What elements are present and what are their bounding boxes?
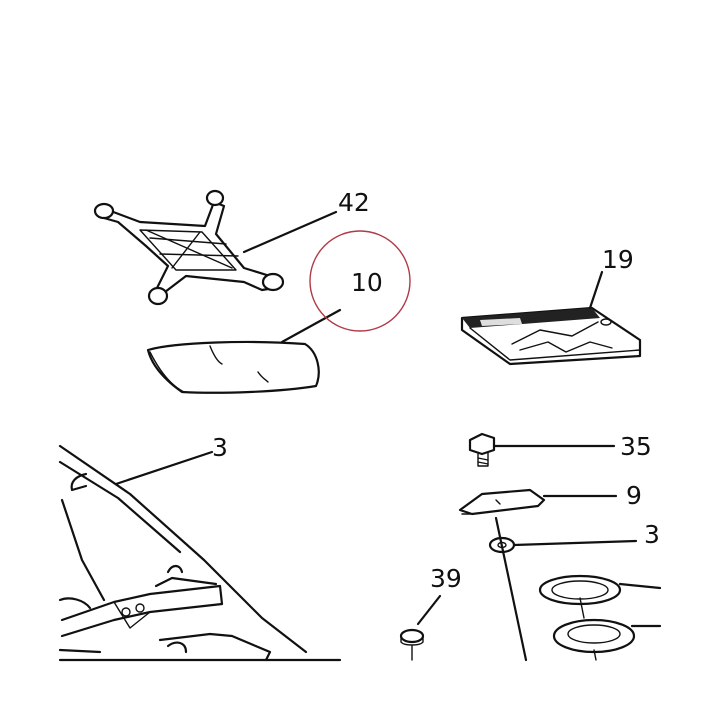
part-42-mount-bracket[interactable]: [93, 189, 285, 306]
label-39[interactable]: 39: [430, 564, 462, 593]
label-10[interactable]: 10: [351, 268, 383, 297]
label-35[interactable]: 35: [620, 432, 652, 461]
assembly-axis-line: [494, 516, 528, 662]
leader-line-ring-upper: [618, 582, 662, 590]
part-ring-lower[interactable]: [552, 618, 636, 661]
part-19-control-unit[interactable]: [460, 306, 642, 366]
label-19[interactable]: 19: [602, 245, 634, 274]
part-10-foam-pad[interactable]: [146, 340, 320, 394]
label-3-right[interactable]: 3: [644, 520, 660, 549]
leader-line-42: [242, 210, 338, 254]
leader-line-19: [588, 270, 604, 310]
leader-line-3-right: [512, 539, 638, 547]
part-3-frame[interactable]: [58, 444, 342, 662]
leader-line-3-left: [114, 450, 214, 486]
part-39-grommet[interactable]: [399, 628, 425, 661]
leader-line-10: [280, 308, 342, 344]
label-9[interactable]: 9: [626, 481, 642, 510]
label-42[interactable]: 42: [338, 188, 370, 217]
part-35-bolt[interactable]: [468, 432, 496, 467]
leader-line-39: [416, 594, 442, 626]
highlight-circle: [309, 230, 411, 332]
label-3-left[interactable]: 3: [212, 433, 228, 462]
part-ring-upper[interactable]: [538, 574, 622, 619]
part-9-bracket-plate[interactable]: [458, 488, 546, 516]
